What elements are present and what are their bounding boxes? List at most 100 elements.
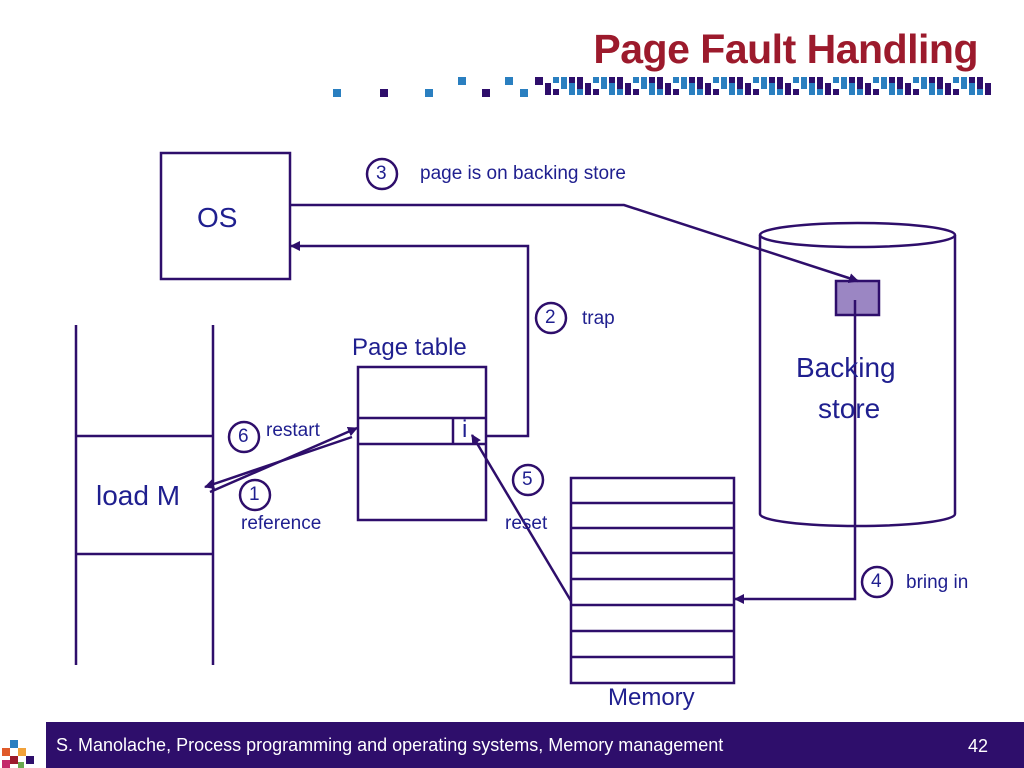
decor-pixel: [785, 89, 791, 95]
page-number: 42: [967, 736, 988, 756]
step-4-circle: [860, 565, 894, 599]
step-3-text: page is on backing store: [420, 163, 626, 184]
decor-pixel: [737, 89, 743, 95]
decor-pixel: [569, 89, 575, 95]
backing-store-label-line2: store: [818, 393, 881, 424]
decor-pixel: [969, 77, 975, 83]
decor-pixel: [577, 83, 583, 89]
decor-pixel: [889, 77, 895, 83]
decor-pixel: [649, 89, 655, 95]
decor-pixel: [665, 89, 671, 95]
decor-pixel: [649, 77, 655, 83]
arrow-page-on-backing-store: [290, 203, 859, 283]
decor-pixel: [929, 83, 935, 89]
decor-pixel: [561, 83, 567, 89]
memory-label: Memory: [608, 684, 695, 711]
decor-pixel: [697, 83, 703, 89]
decor-pixel: [937, 77, 943, 83]
step-2-circle: [534, 301, 568, 335]
step-number: 3: [376, 163, 387, 184]
decor-pixel: [673, 77, 679, 83]
decor-pixel: [889, 89, 895, 95]
decor-pixel: [865, 83, 871, 89]
step-4-text: bring in: [906, 572, 969, 593]
decor-pixel: [969, 83, 975, 89]
decor-pixel: [535, 77, 543, 85]
memory-box: [569, 476, 736, 685]
backing-store-top: [758, 221, 957, 249]
decor-pixel: [641, 77, 647, 83]
footer-logo: [0, 722, 46, 768]
footer-bar: [0, 722, 1024, 768]
decor-pixel: [833, 77, 839, 83]
decor-pixel: [977, 83, 983, 89]
decor-pixel: [881, 77, 887, 83]
step-number: 6: [238, 426, 249, 447]
decor-pixel: [849, 89, 855, 95]
decor-pixel: [593, 77, 599, 83]
decor-pixel: [841, 83, 847, 89]
decor-pixel: [657, 83, 663, 89]
step-3-circle: [365, 157, 399, 191]
decor-pixel: [593, 89, 599, 95]
decor-pixel: [777, 83, 783, 89]
decor-pixel: [873, 77, 879, 83]
decor-pixel: [601, 83, 607, 89]
decor-pixel: [929, 89, 935, 95]
decor-pixel: [713, 77, 719, 83]
decor-pixel: [905, 83, 911, 89]
decor-pixel: [745, 89, 751, 95]
decor-pixel: [713, 89, 719, 95]
page-table-entry: i: [462, 416, 468, 443]
decor-pixel: [769, 89, 775, 95]
decor-pixel: [721, 77, 727, 83]
decor-pixel: [817, 83, 823, 89]
decor-pixel: [633, 89, 639, 95]
decor-pixel: [977, 89, 983, 95]
decor-pixel: [665, 83, 671, 89]
decorative-pixel-bar: [333, 77, 991, 97]
step-number: 5: [522, 469, 533, 490]
decor-pixel: [817, 89, 823, 95]
decor-pixel: [969, 89, 975, 95]
decor-pixel: [857, 77, 863, 83]
decor-pixel: [985, 89, 991, 95]
decor-pixel: [809, 89, 815, 95]
decor-pixel: [985, 83, 991, 89]
decor-pixel: [609, 83, 615, 89]
decor-pixel: [897, 89, 903, 95]
decor-pixel: [689, 89, 695, 95]
decor-pixel: [617, 89, 623, 95]
step-number: 1: [249, 484, 260, 505]
arrow-trap: [290, 241, 530, 438]
decor-pixel: [681, 83, 687, 89]
decor-pixel: [745, 83, 751, 89]
decor-pixel: [585, 83, 591, 89]
decor-pixel: [697, 77, 703, 83]
decor-pixel: [777, 89, 783, 95]
decor-pixel: [617, 83, 623, 89]
step-6-circle: [227, 420, 261, 454]
decor-pixel: [333, 89, 341, 97]
decor-pixel: [849, 77, 855, 83]
decor-pixel: [817, 77, 823, 83]
backing-store-label-line1: Backing: [796, 352, 896, 383]
decor-pixel: [609, 77, 615, 83]
decor-pixel: [793, 77, 799, 83]
decor-pixel: [689, 77, 695, 83]
decor-pixel: [729, 77, 735, 83]
decor-pixel: [857, 83, 863, 89]
step-5-circle: [511, 463, 545, 497]
decor-pixel: [913, 77, 919, 83]
decor-pixel: [697, 89, 703, 95]
decor-pixel: [380, 89, 388, 97]
decor-pixel: [601, 77, 607, 83]
decor-pixel: [921, 83, 927, 89]
decor-pixel: [737, 77, 743, 83]
step-1-circle: [238, 478, 272, 512]
decor-pixel: [905, 89, 911, 95]
arrow-reset: [470, 434, 573, 602]
decor-pixel: [625, 83, 631, 89]
decor-pixel: [617, 77, 623, 83]
decor-pixel: [553, 89, 559, 95]
